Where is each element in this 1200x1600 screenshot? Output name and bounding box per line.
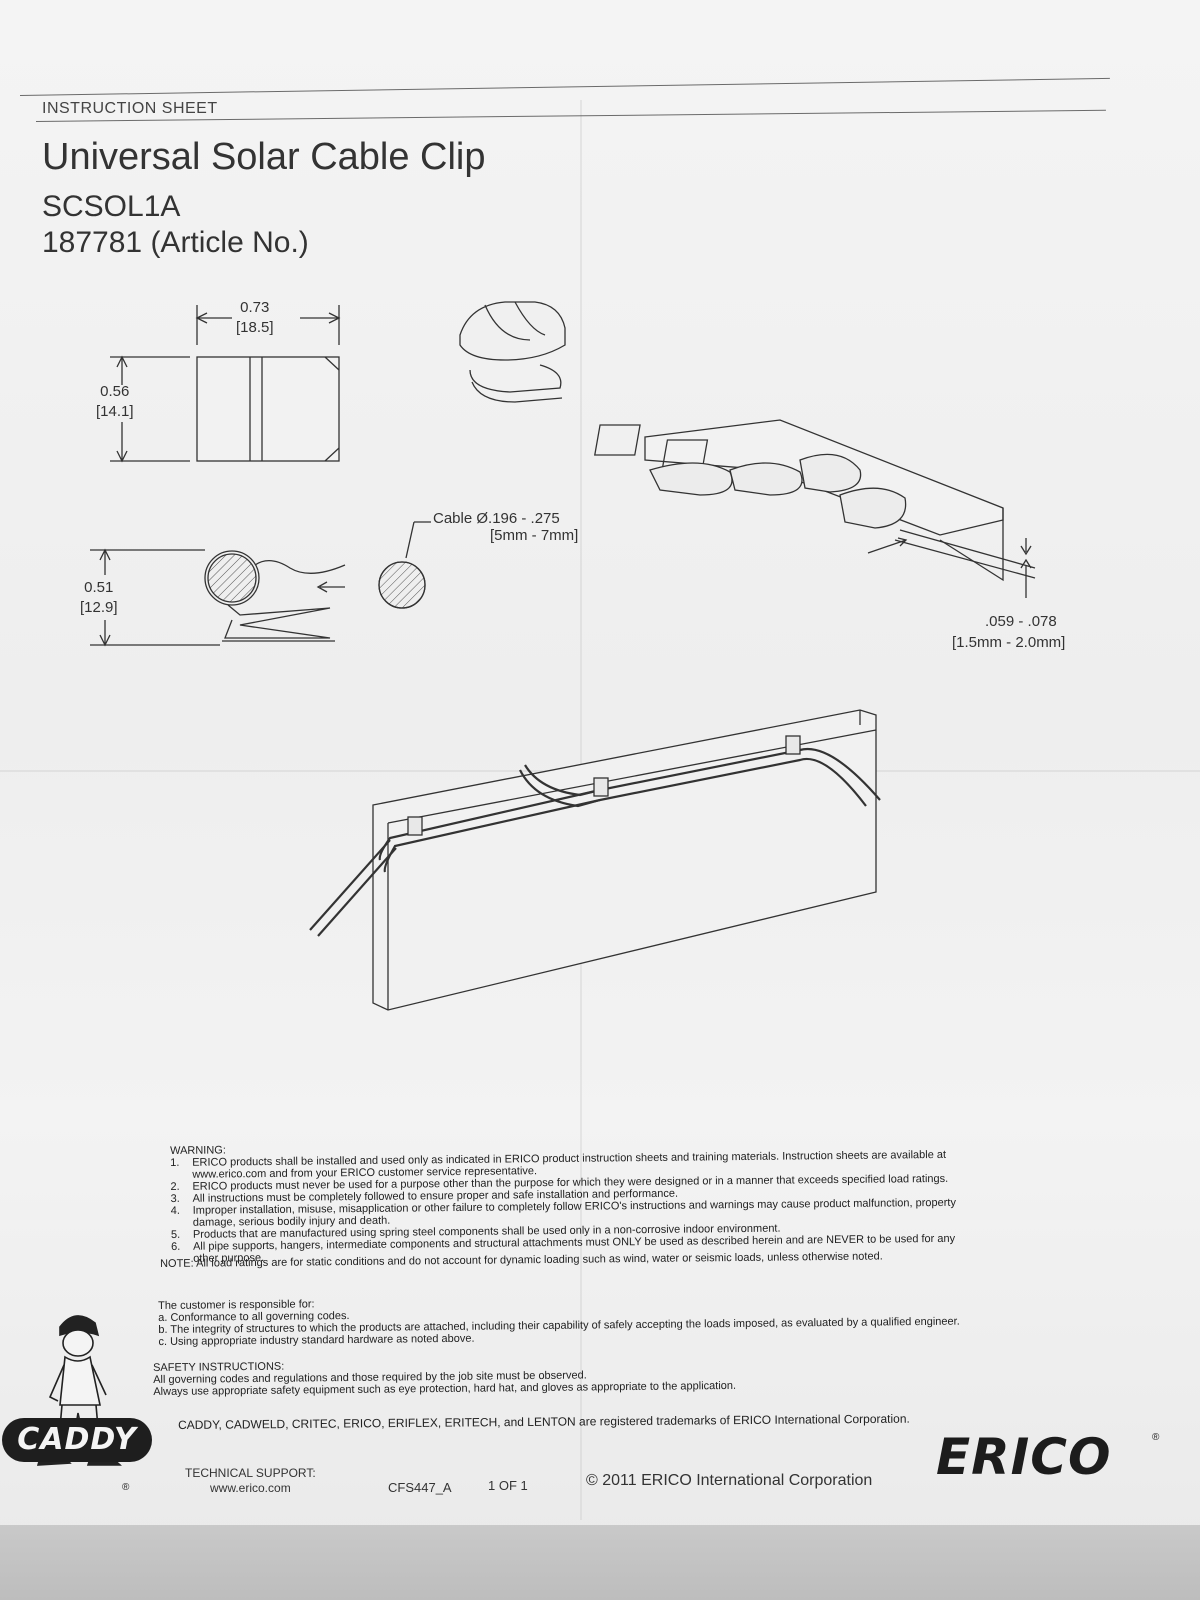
warning-item-number: 3.: [170, 1192, 180, 1205]
customer-responsibility: The customer is responsible for: a. Conf…: [158, 1292, 960, 1348]
trademarks-notice: CADDY, CADWELD, CRITEC, ERICO, ERIFLEX, …: [178, 1411, 910, 1432]
dim-flange-mm: [1.5mm - 2.0mm]: [952, 634, 1066, 651]
clip-profile-view-icon: [90, 521, 431, 647]
technical-drawings: [90, 301, 1036, 1011]
document-number: CFS447_A: [388, 1480, 452, 1495]
safety-instructions: SAFETY INSTRUCTIONS: All governing codes…: [153, 1356, 736, 1398]
copyright-notice: © 2011 ERICO International Corporation: [586, 1472, 873, 1489]
dim-height: 0.56 [14.1]: [96, 383, 134, 420]
dim-profile: 0.51 [12.9]: [80, 579, 118, 616]
warning-item-number: 4.: [170, 1204, 180, 1217]
clip-isometric-icon: [459, 301, 566, 403]
caddy-logo: CADDY: [2, 1418, 152, 1462]
dim-cable-diameter: Cable Ø.196 - .275: [433, 510, 560, 527]
part-number: SCSOL1A: [42, 190, 181, 223]
page-title: Universal Solar Cable Clip: [42, 136, 486, 178]
table-surface: [0, 1525, 1200, 1600]
warning-item-number: 5.: [170, 1228, 181, 1241]
erico-registered-mark: ®: [1152, 1432, 1160, 1443]
page-number: 1 OF 1: [488, 1478, 528, 1493]
support-label: TECHNICAL SUPPORT:: [185, 1466, 316, 1480]
warning-item-number: 6.: [171, 1240, 181, 1253]
dim-flange: .059 - .078: [985, 613, 1057, 630]
dim-width: 0.73 [18.5]: [236, 299, 274, 336]
warning-item-number: 1.: [170, 1156, 180, 1169]
support-url[interactable]: www.erico.com: [210, 1481, 291, 1495]
clip-front-view-icon: [110, 305, 341, 463]
erico-logo: ERICO: [936, 1428, 1112, 1486]
warning-section: WARNING: 1.ERICO products shall be insta…: [170, 1136, 1071, 1265]
caddy-registered-mark: ®: [122, 1482, 130, 1493]
clips-on-flange-icon: [594, 419, 1036, 598]
panel-installation-icon: [309, 709, 881, 1011]
sheet-label: INSTRUCTION SHEET: [42, 100, 218, 117]
caddy-mascot-icon: [37, 1315, 122, 1466]
dim-cable-mm: [5mm - 7mm]: [490, 527, 579, 544]
warning-item-number: [171, 1217, 193, 1229]
article-number: 187781 (Article No.): [42, 226, 309, 259]
warning-item-number: [170, 1169, 192, 1181]
warning-item-number: 2.: [170, 1180, 180, 1193]
technical-support: TECHNICAL SUPPORT: www.erico.com: [185, 1466, 316, 1496]
